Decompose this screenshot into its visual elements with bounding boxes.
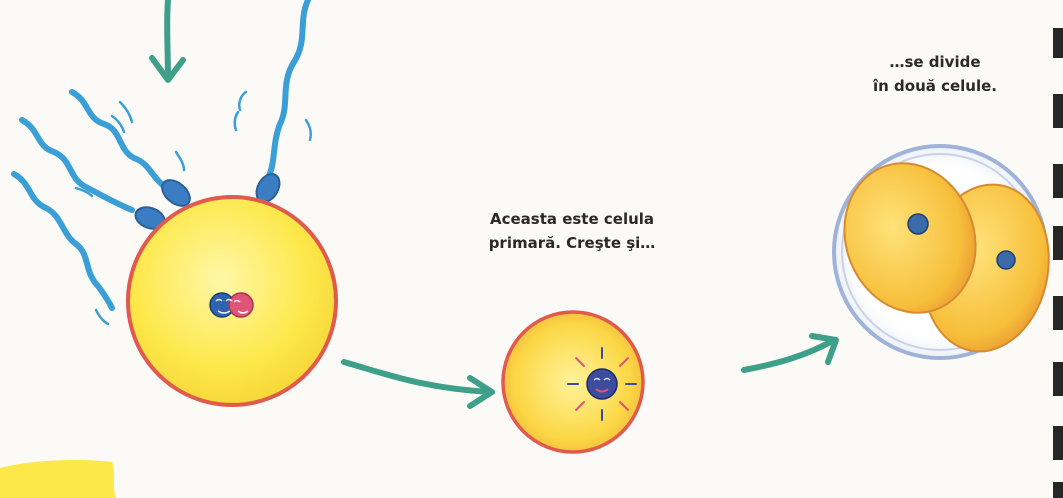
edge-tab xyxy=(1053,482,1063,498)
primary-cell xyxy=(501,310,645,454)
edge-tab xyxy=(1053,94,1063,128)
edge-tab xyxy=(1053,296,1063,330)
arrow-to-primary-cell xyxy=(341,359,495,409)
edge-tab xyxy=(1053,362,1063,396)
arrow-to-dividing-cell xyxy=(741,333,839,373)
primary-cell-caption: Aceasta este celula primară. Creşte şi… xyxy=(482,207,662,255)
primary-cell-caption-line1: Aceasta este celula xyxy=(489,210,655,228)
fertilized-egg xyxy=(126,195,338,407)
motion-marks xyxy=(74,90,313,326)
edge-tab xyxy=(1053,28,1063,58)
top-arrow xyxy=(149,0,186,83)
cell-rays xyxy=(567,347,637,421)
edge-tab xyxy=(1053,226,1063,260)
sperm-tails xyxy=(11,0,311,311)
edge-tab xyxy=(1053,426,1063,460)
primary-cell-caption-line2: primară. Creşte şi… xyxy=(488,234,656,252)
edge-tab xyxy=(1053,164,1063,198)
division-caption-line1: …se divide xyxy=(889,53,981,71)
division-caption-line2: în două celule. xyxy=(872,77,997,95)
two-cell-embryo xyxy=(832,144,1050,360)
division-caption: …se divide în două celule. xyxy=(845,50,1025,98)
yellow-blob xyxy=(0,460,116,498)
